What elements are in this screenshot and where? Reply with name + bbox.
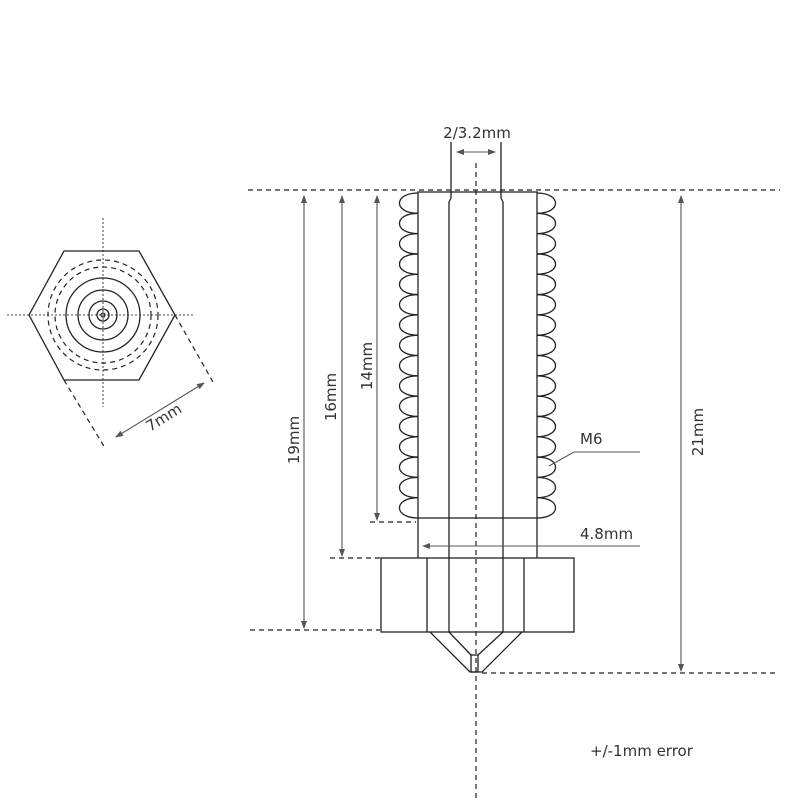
thread-bump [536,456,556,479]
thread-bump [536,212,556,235]
thread-bump [399,375,419,397]
tip-circle [96,308,110,322]
thread-bump [399,253,419,275]
hex-top-view: 7mm [7,218,214,449]
hex-flange [380,557,575,633]
thread-bump [536,253,556,275]
orifice-circle [100,312,106,318]
thread-bump [536,354,556,377]
thread-bump [399,293,419,316]
thread-bump [536,436,556,458]
thread-bump [399,354,419,377]
thread-bump [536,375,556,397]
bore-lines [448,190,504,632]
thread-bump [399,192,419,214]
hex-width-label: 7mm [143,400,185,436]
thread-bump [536,314,556,336]
thread-bump [536,415,556,438]
thread-bump [536,334,556,357]
extension-line [174,314,214,383]
thread-profile [399,192,556,519]
thread-leader-line [548,451,640,467]
length-16-label: 16mm [322,373,340,421]
thread-bump [399,476,419,499]
thread-bump [536,273,556,296]
shank-diameter-label: 4.8mm [580,525,633,543]
thread-bump [399,212,419,235]
hex-outline [28,250,176,381]
thread-bump [536,497,556,519]
threaded-body [417,191,538,519]
tolerance-note: +/-1mm error [590,742,694,760]
thread-bump [399,395,419,418]
thread-bump [399,497,419,519]
thread-bump [536,293,556,316]
cone-circle [88,300,118,330]
thread-bump [536,395,556,418]
thread-bump [536,476,556,499]
nozzle-orifice [470,654,479,673]
length-21-label: 21mm [689,408,707,456]
thread-inner-circle [54,266,152,364]
thread-bump [399,273,419,296]
extension-line [63,379,106,449]
length-19-label: 19mm [285,416,303,464]
thread-bump [399,334,419,357]
thread-bump [536,192,556,214]
length-14-label: 14mm [358,342,376,390]
thread-bump [399,436,419,458]
nozzle-side-view: 2/3.2mm 19mm 16mm 14mm 21mm M6 4.8mm [248,124,780,800]
thread-bump [399,314,419,336]
thread-bump [399,456,419,479]
thread-outer-circle [47,259,159,371]
filament-diameter-label: 2/3.2mm [443,124,511,142]
thread-bump [399,415,419,438]
thread-bump [399,232,419,255]
thread-label: M6 [580,430,603,448]
bore-circle [77,289,129,341]
shank-circle [65,277,141,353]
thread-bump [536,232,556,255]
hex-width-arrow [115,382,205,438]
